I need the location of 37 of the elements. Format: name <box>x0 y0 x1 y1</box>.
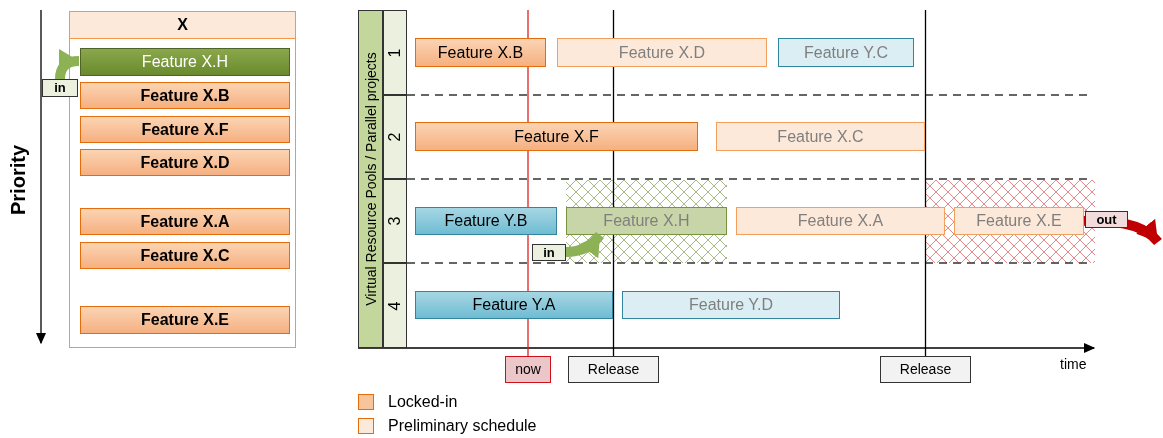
feature-bar: Feature X.D <box>557 38 767 67</box>
edge-label: in <box>42 79 78 97</box>
edge-label: in <box>532 244 566 261</box>
feature-bar: Feature X.C <box>716 122 925 151</box>
release-marker-box: Release <box>568 356 659 383</box>
curved-arrow <box>565 231 604 259</box>
header-column: Virtual Resource Pools / Parallel projects <box>358 10 383 348</box>
feature-bar: Feature X.B <box>415 38 546 67</box>
backlog-panel <box>69 11 296 348</box>
legend-text: Preliminary schedule <box>388 416 537 436</box>
feature-bar: Feature X.A <box>736 207 945 235</box>
panel-header: X <box>70 12 295 39</box>
axis-label: time <box>1060 355 1087 374</box>
feature-bar: Feature Y.B <box>415 207 557 235</box>
curved-arrow <box>55 49 80 80</box>
release-marker-box: Release <box>880 356 971 383</box>
lane-number-cell: 1 <box>383 10 407 95</box>
feature-bar: Feature X.H <box>80 48 290 76</box>
feature-bar: Feature X.F <box>80 116 290 143</box>
feature-bar: Feature X.B <box>80 82 290 109</box>
feature-bar: Feature Y.A <box>415 291 613 319</box>
feature-bar: Feature X.E <box>954 207 1084 235</box>
feature-bar: Feature X.C <box>80 242 290 269</box>
feature-bar: Feature Y.D <box>622 291 840 319</box>
feature-bar: Feature X.A <box>80 208 290 235</box>
legend-text: Locked-in <box>388 392 458 412</box>
lane-number-cell: 4 <box>383 263 407 348</box>
feature-bar: Feature X.D <box>80 149 290 176</box>
feature-bar: Feature Y.C <box>778 38 914 67</box>
feature-bar: Feature X.H <box>566 207 727 235</box>
feature-bar: Feature X.E <box>80 306 290 334</box>
lane-number-cell: 2 <box>383 95 407 179</box>
feature-bar: Feature X.F <box>415 122 698 151</box>
axis-label: Priority <box>6 145 30 215</box>
edge-label: out <box>1085 211 1128 228</box>
lane-number-cell: 3 <box>383 179 407 263</box>
now-marker-box: now <box>505 356 551 383</box>
